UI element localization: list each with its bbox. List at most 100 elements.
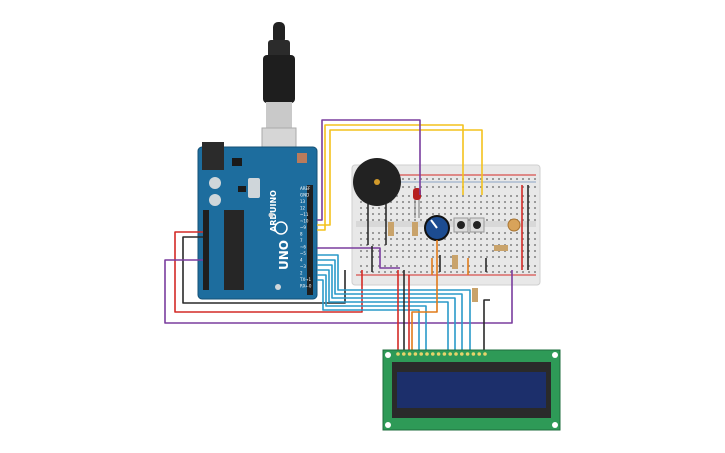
breadboard-hole[interactable] xyxy=(396,244,398,246)
breadboard-hole[interactable] xyxy=(510,213,512,215)
breadboard-hole[interactable] xyxy=(492,201,494,203)
breadboard-hole[interactable] xyxy=(492,232,494,234)
breadboard-hole[interactable] xyxy=(516,201,518,203)
breadboard-hole[interactable] xyxy=(498,265,500,267)
breadboard-hole[interactable] xyxy=(480,244,482,246)
breadboard-hole[interactable] xyxy=(378,232,380,234)
breadboard-hole[interactable] xyxy=(360,201,362,203)
breadboard-hole[interactable] xyxy=(468,256,470,258)
breadboard-hole[interactable] xyxy=(450,195,452,197)
breadboard-hole[interactable] xyxy=(384,256,386,258)
breadboard-hole[interactable] xyxy=(504,201,506,203)
breadboard-hole[interactable] xyxy=(402,201,404,203)
breadboard-hole[interactable] xyxy=(420,219,422,221)
breadboard-hole[interactable] xyxy=(396,265,398,267)
breadboard-hole[interactable] xyxy=(486,271,488,273)
breadboard-hole[interactable] xyxy=(468,207,470,209)
breadboard-hole[interactable] xyxy=(414,256,416,258)
breadboard-hole[interactable] xyxy=(420,201,422,203)
breadboard-hole[interactable] xyxy=(486,207,488,209)
lcd-pin[interactable] xyxy=(402,352,406,356)
breadboard-hole[interactable] xyxy=(528,186,530,188)
breadboard-hole[interactable] xyxy=(360,271,362,273)
lcd-pin[interactable] xyxy=(460,352,464,356)
breadboard-hole[interactable] xyxy=(378,244,380,246)
breadboard-hole[interactable] xyxy=(414,265,416,267)
breadboard-hole[interactable] xyxy=(492,244,494,246)
breadboard-hole[interactable] xyxy=(414,219,416,221)
breadboard-hole[interactable] xyxy=(510,201,512,203)
breadboard-hole[interactable] xyxy=(462,244,464,246)
breadboard-hole[interactable] xyxy=(468,232,470,234)
breadboard-hole[interactable] xyxy=(474,201,476,203)
breadboard-hole[interactable] xyxy=(402,271,404,273)
breadboard-hole[interactable] xyxy=(486,195,488,197)
breadboard-hole[interactable] xyxy=(456,201,458,203)
resistor[interactable] xyxy=(388,222,508,302)
breadboard-hole[interactable] xyxy=(438,244,440,246)
breadboard-hole[interactable] xyxy=(486,219,488,221)
breadboard-hole[interactable] xyxy=(390,271,392,273)
breadboard-hole[interactable] xyxy=(414,271,416,273)
breadboard-hole[interactable] xyxy=(516,178,518,180)
lcd-pin[interactable] xyxy=(407,352,412,356)
breadboard-hole[interactable] xyxy=(450,265,452,267)
breadboard-hole[interactable] xyxy=(378,238,380,240)
breadboard-hole[interactable] xyxy=(486,256,488,258)
breadboard-hole[interactable] xyxy=(468,244,470,246)
potentiometer[interactable] xyxy=(424,215,450,241)
breadboard-hole[interactable] xyxy=(414,238,416,240)
breadboard-hole[interactable] xyxy=(528,201,530,203)
breadboard-hole[interactable] xyxy=(528,232,530,234)
breadboard-hole[interactable] xyxy=(408,250,410,252)
breadboard-hole[interactable] xyxy=(438,186,440,188)
breadboard-hole[interactable] xyxy=(450,201,452,203)
lcd-pin[interactable] xyxy=(419,352,424,356)
breadboard-hole[interactable] xyxy=(480,250,482,252)
pushbutton[interactable] xyxy=(453,217,485,233)
breadboard-hole[interactable] xyxy=(516,195,518,197)
breadboard-hole[interactable] xyxy=(492,195,494,197)
breadboard-hole[interactable] xyxy=(492,250,494,252)
photoresistor[interactable] xyxy=(507,218,521,232)
breadboard-hole[interactable] xyxy=(504,195,506,197)
breadboard-hole[interactable] xyxy=(408,238,410,240)
breadboard-hole[interactable] xyxy=(468,195,470,197)
breadboard-hole[interactable] xyxy=(504,232,506,234)
breadboard-hole[interactable] xyxy=(444,186,446,188)
breadboard-hole[interactable] xyxy=(402,256,404,258)
breadboard-hole[interactable] xyxy=(522,244,524,246)
breadboard-hole[interactable] xyxy=(402,207,404,209)
breadboard-hole[interactable] xyxy=(528,250,530,252)
breadboard-hole[interactable] xyxy=(456,195,458,197)
breadboard-hole[interactable] xyxy=(510,178,512,180)
breadboard-hole[interactable] xyxy=(372,232,374,234)
breadboard-hole[interactable] xyxy=(456,271,458,273)
breadboard-hole[interactable] xyxy=(438,265,440,267)
breadboard-hole[interactable] xyxy=(480,207,482,209)
breadboard-hole[interactable] xyxy=(384,271,386,273)
breadboard-hole[interactable] xyxy=(444,201,446,203)
breadboard-hole[interactable] xyxy=(528,195,530,197)
breadboard-hole[interactable] xyxy=(510,271,512,273)
breadboard-hole[interactable] xyxy=(480,238,482,240)
breadboard-hole[interactable] xyxy=(360,207,362,209)
breadboard-hole[interactable] xyxy=(396,207,398,209)
breadboard-hole[interactable] xyxy=(480,178,482,180)
breadboard-hole[interactable] xyxy=(426,256,428,258)
breadboard-hole[interactable] xyxy=(468,213,470,215)
piezo-buzzer[interactable] xyxy=(353,158,401,245)
breadboard-hole[interactable] xyxy=(414,178,416,180)
breadboard-hole[interactable] xyxy=(396,219,398,221)
breadboard-hole[interactable] xyxy=(366,271,368,273)
breadboard-hole[interactable] xyxy=(534,250,536,252)
breadboard-hole[interactable] xyxy=(462,213,464,215)
breadboard-hole[interactable] xyxy=(480,186,482,188)
breadboard-hole[interactable] xyxy=(462,265,464,267)
breadboard-hole[interactable] xyxy=(444,256,446,258)
breadboard-hole[interactable] xyxy=(486,265,488,267)
breadboard-hole[interactable] xyxy=(360,250,362,252)
breadboard-hole[interactable] xyxy=(480,201,482,203)
breadboard-hole[interactable] xyxy=(468,186,470,188)
